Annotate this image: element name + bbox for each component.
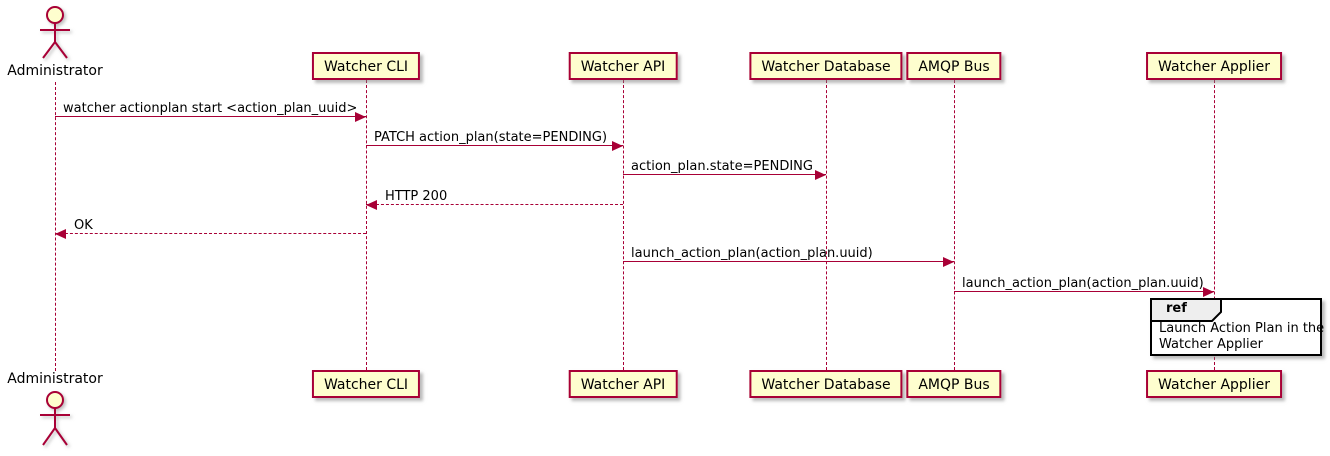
arrowhead-right-icon bbox=[943, 256, 954, 267]
message-line bbox=[623, 174, 826, 175]
message-line bbox=[954, 291, 1214, 292]
lifeline-watcher-api bbox=[623, 80, 624, 370]
actor-label: Administrator bbox=[7, 63, 103, 79]
ref-text-line2: Watcher Applier bbox=[1159, 337, 1263, 352]
ref-header-icon bbox=[1150, 298, 1222, 322]
participant-amqp-bus-bottom: AMQP Bus bbox=[906, 370, 1002, 398]
message-label: launch_action_plan(action_plan.uuid) bbox=[631, 246, 873, 261]
participant-watcher-api-bottom: Watcher API bbox=[568, 370, 678, 398]
message-1: watcher actionplan start <action_plan_uu… bbox=[55, 96, 366, 122]
message-6: launch_action_plan(action_plan.uuid) bbox=[623, 241, 954, 267]
arrowhead-right-icon bbox=[1203, 286, 1214, 297]
message-7: launch_action_plan(action_plan.uuid) bbox=[954, 271, 1214, 297]
participant-watcher-database-top: Watcher Database bbox=[749, 52, 903, 80]
arrowhead-left-icon bbox=[55, 228, 66, 239]
arrowhead-right-icon bbox=[815, 169, 826, 180]
participant-watcher-cli-top: Watcher CLI bbox=[311, 52, 421, 80]
lifeline-amqp-bus bbox=[954, 80, 955, 370]
message-line bbox=[623, 261, 954, 262]
participant-watcher-api-top: Watcher API bbox=[568, 52, 678, 80]
lifeline-administrator bbox=[55, 82, 56, 371]
message-label: OK bbox=[74, 218, 93, 233]
participant-watcher-applier-top: Watcher Applier bbox=[1146, 52, 1282, 80]
message-3: action_plan.state=PENDING bbox=[623, 154, 826, 180]
actor-icon bbox=[40, 6, 70, 59]
lifeline-watcher-database bbox=[826, 80, 827, 370]
message-4: HTTP 200 bbox=[366, 184, 623, 210]
actor-label-bottom: Administrator bbox=[7, 371, 103, 387]
message-label: launch_action_plan(action_plan.uuid) bbox=[962, 276, 1204, 291]
message-line bbox=[55, 116, 366, 117]
message-line bbox=[366, 204, 623, 205]
participant-watcher-database-bottom: Watcher Database bbox=[749, 370, 903, 398]
participant-amqp-bus-top: AMQP Bus bbox=[906, 52, 1002, 80]
participant-watcher-cli-bottom: Watcher CLI bbox=[311, 370, 421, 398]
message-label: HTTP 200 bbox=[385, 189, 448, 204]
arrowhead-right-icon bbox=[355, 111, 366, 122]
ref-text-line1: Launch Action Plan in the bbox=[1159, 321, 1325, 336]
actor-icon-bottom bbox=[40, 391, 70, 446]
lifeline-watcher-cli bbox=[366, 80, 367, 370]
message-label: watcher actionplan start <action_plan_uu… bbox=[63, 101, 358, 116]
message-5: OK bbox=[55, 213, 366, 239]
ref-text: Launch Action Plan in the Watcher Applie… bbox=[1159, 321, 1324, 353]
message-2: PATCH action_plan(state=PENDING) bbox=[366, 125, 623, 151]
lifeline-watcher-applier bbox=[1214, 80, 1215, 370]
message-line bbox=[55, 233, 366, 234]
message-label: PATCH action_plan(state=PENDING) bbox=[374, 130, 608, 145]
arrowhead-left-icon bbox=[366, 199, 377, 210]
ref-fragment: ref Launch Action Plan in the Watcher Ap… bbox=[1150, 298, 1324, 356]
message-label: action_plan.state=PENDING bbox=[631, 159, 813, 174]
message-line bbox=[366, 145, 623, 146]
arrowhead-right-icon bbox=[612, 140, 623, 151]
participant-watcher-applier-bottom: Watcher Applier bbox=[1146, 370, 1282, 398]
ref-keyword: ref bbox=[1166, 301, 1187, 316]
